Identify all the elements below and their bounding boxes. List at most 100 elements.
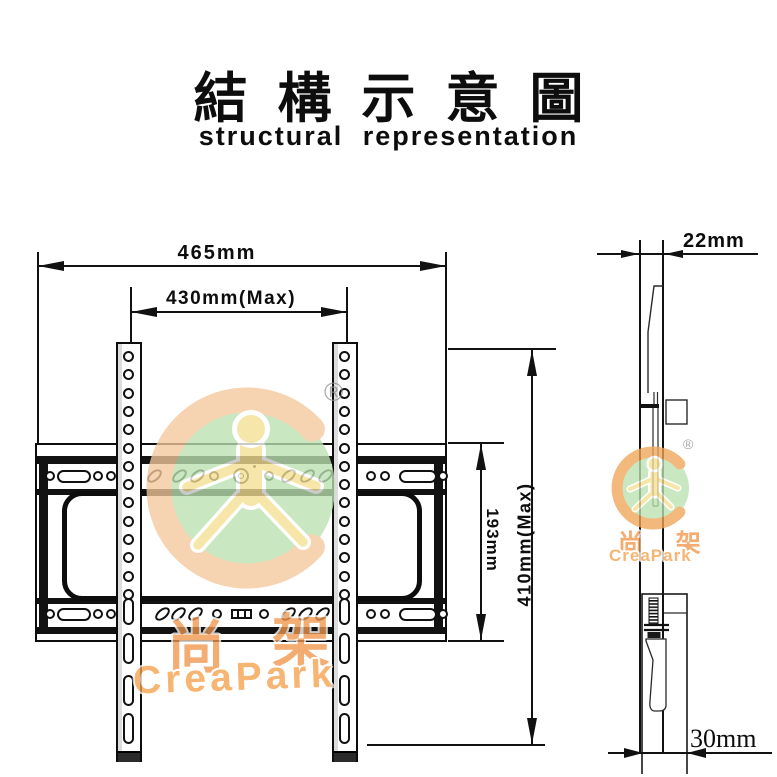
page-title-english: structural representation — [198, 121, 579, 151]
mounting-hole — [438, 471, 448, 481]
dim-arrow-down-icon — [527, 718, 537, 744]
side-nut — [647, 632, 661, 638]
dim-arrow-up-icon — [527, 350, 537, 376]
rail-slot — [339, 713, 350, 744]
plate-band — [37, 627, 445, 634]
brand-stamp-hole — [233, 468, 249, 484]
dimension-line-hole-width — [131, 311, 347, 313]
mounting-hole — [209, 471, 219, 481]
rail-hole — [123, 369, 134, 381]
rail-slot — [339, 598, 350, 625]
mounting-slot — [185, 604, 205, 624]
rail-hole — [339, 405, 350, 417]
side-profile-drawing — [640, 285, 688, 774]
extension-line — [448, 640, 504, 642]
rail-hole — [339, 497, 350, 509]
rail-hole — [123, 387, 134, 399]
wall-plate — [35, 443, 448, 642]
mounting-hole — [366, 609, 376, 619]
mounting-slot — [295, 604, 315, 624]
mounting-hole — [93, 471, 103, 481]
mounting-hole — [259, 609, 269, 619]
dim-arrow-left-icon — [687, 748, 706, 758]
mounting-slot-long — [399, 469, 437, 483]
rail-hole — [339, 387, 350, 399]
rail-hole — [339, 369, 350, 381]
mounting-hole — [93, 609, 103, 619]
rail-hole — [123, 534, 134, 545]
mounting-slot — [297, 466, 317, 486]
dim-arrow-right-icon — [624, 748, 643, 758]
plate-band — [37, 598, 445, 604]
rail-hole — [123, 424, 134, 436]
rail-slot — [123, 598, 134, 625]
rail-hole — [339, 552, 350, 564]
side-spacer-block — [665, 399, 688, 425]
extension-line — [346, 287, 348, 344]
rail-slot — [339, 675, 350, 706]
side-washers — [644, 623, 669, 632]
rail-slot — [123, 713, 134, 744]
rail-foot — [334, 751, 356, 762]
rail-hole — [339, 442, 350, 454]
brand-stamp-inner — [238, 473, 244, 479]
vertical-rail-left — [116, 342, 142, 762]
dim-label-plate-height: 193mm — [483, 508, 502, 572]
mounting-slot-long — [399, 607, 437, 621]
dim-label-bottom-depth: 30mm — [690, 724, 757, 753]
side-arm-lower-lines — [652, 408, 659, 507]
mounting-hole — [45, 609, 55, 619]
extension-line — [37, 252, 39, 444]
side-taper-hook — [645, 638, 667, 712]
extension-line — [448, 348, 556, 350]
dimension-line-total-width — [38, 265, 446, 267]
rail-hole — [123, 570, 134, 582]
dim-arrow-left-icon — [38, 261, 64, 271]
page-title-chinese: 結構示意圖 — [193, 66, 614, 130]
mounting-slot — [144, 466, 164, 486]
rail-hole — [123, 497, 134, 509]
extension-line — [448, 442, 504, 444]
mounting-hole — [380, 609, 390, 619]
rail-hole — [123, 405, 134, 417]
rail-hole — [123, 351, 134, 362]
mounting-hole — [380, 471, 390, 481]
plate-end-right — [434, 456, 443, 634]
dim-arrow-right-icon — [420, 261, 446, 271]
rail-foot — [118, 751, 140, 762]
mounting-slot — [169, 466, 189, 486]
plate-hole-rows — [37, 445, 448, 640]
extension-line — [445, 252, 447, 444]
mounting-hole — [106, 471, 116, 481]
rail-hole — [123, 479, 134, 491]
rail-slot — [123, 633, 134, 664]
mounting-hole — [106, 609, 116, 619]
mounting-slot — [312, 604, 332, 624]
side-bolt-thread — [648, 597, 659, 626]
dim-arrow-down-icon — [476, 614, 486, 640]
rail-hole — [339, 534, 350, 545]
mounting-slot — [152, 604, 172, 624]
mounting-hole — [438, 609, 448, 619]
dim-label-total-height: 410mm(Max) — [514, 482, 535, 607]
watermark-brand-text: CreaPark — [132, 652, 337, 703]
rail-hole — [339, 515, 350, 527]
rail-slot — [339, 633, 350, 664]
mounting-hole — [45, 471, 55, 481]
dim-label-thickness: 22mm — [683, 230, 745, 252]
rail-hole — [123, 460, 134, 472]
mounting-hole — [212, 609, 222, 619]
rail-hole — [339, 351, 350, 362]
plate-end-left — [39, 456, 48, 634]
dim-arrow-up-icon — [476, 444, 486, 470]
dim-arrow-right-icon — [621, 249, 639, 258]
three-cell-slot — [231, 609, 252, 619]
mounting-slot — [187, 466, 207, 486]
extension-line — [367, 744, 545, 746]
mounting-slot-long — [57, 469, 91, 483]
dim-label-hole-width: 430mm(Max) — [165, 288, 297, 309]
rail-hole — [339, 460, 350, 472]
dim-arrow-right-icon — [321, 307, 347, 317]
mounting-slot — [278, 604, 298, 624]
